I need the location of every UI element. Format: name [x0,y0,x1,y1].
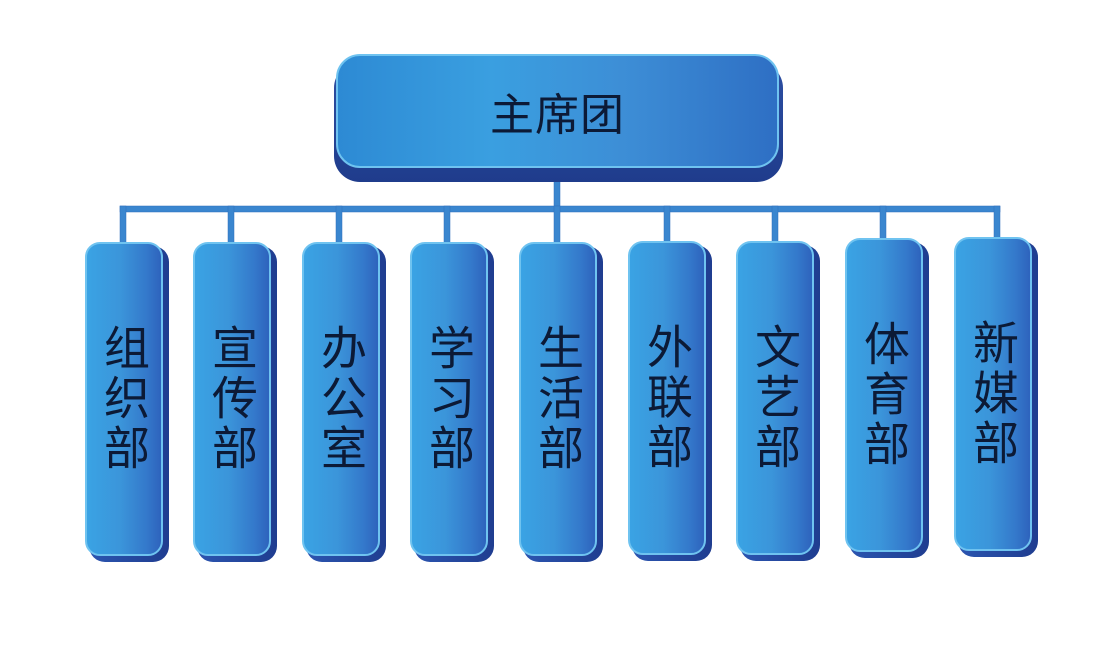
dept-node-label: 宣传部 [205,324,259,474]
dept-node-label: 办公室 [314,324,368,474]
dept-node-label: 体育部 [857,320,911,470]
dept-node-face: 外联部 [628,241,706,555]
root-node-face: 主席团 [336,54,779,168]
dept-node-face: 文艺部 [736,241,814,555]
dept-node-label: 外联部 [640,323,694,473]
drop-line [335,205,343,247]
dept-node-face: 组织部 [85,242,163,556]
dept-node-sports: 体育部 [845,238,929,558]
dept-node-organization: 组织部 [85,242,169,562]
root-node-label: 主席团 [490,90,625,141]
drop-line [227,205,235,247]
dept-node-arts: 文艺部 [736,241,820,561]
dept-node-face: 学习部 [410,242,488,556]
dept-node-face: 体育部 [845,238,923,552]
drop-line [771,205,779,247]
dept-node-label: 新媒部 [966,319,1020,469]
dept-node-new-media: 新媒部 [954,237,1038,557]
dept-node-study: 学习部 [410,242,494,562]
dept-node-external-relations: 外联部 [628,241,712,561]
dept-node-face: 宣传部 [193,242,271,556]
dept-node-face: 生活部 [519,242,597,556]
dept-node-office: 办公室 [302,242,386,562]
drop-line [443,205,451,247]
drop-line [119,205,127,247]
dept-node-life: 生活部 [519,242,603,562]
dept-node-publicity: 宣传部 [193,242,277,562]
dept-node-face: 新媒部 [954,237,1032,551]
drop-line [663,205,671,247]
dept-node-label: 学习部 [422,324,476,474]
dept-node-label: 文艺部 [748,323,802,473]
root-node: 主席团 [334,54,783,182]
dept-node-label: 组织部 [97,324,151,474]
drop-line [553,205,561,247]
dept-node-face: 办公室 [302,242,380,556]
dept-node-label: 生活部 [531,324,585,474]
